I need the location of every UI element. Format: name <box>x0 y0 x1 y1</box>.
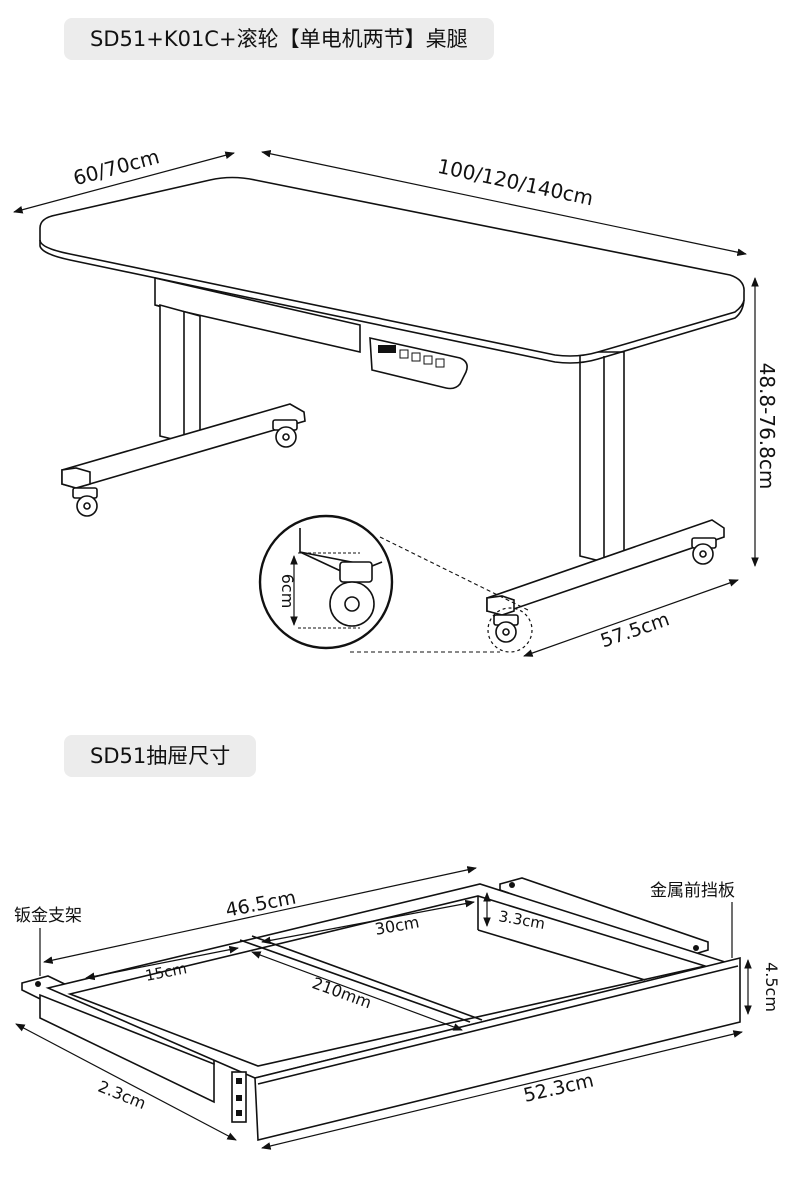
memory-button-icon[interactable] <box>423 355 433 365</box>
caster-height-label: 6cm <box>278 574 297 609</box>
desk-illustration <box>39 176 745 653</box>
desk-crossbeam <box>154 276 361 354</box>
height-label: 48.8-76.8cm <box>755 363 779 490</box>
desk-title-pill: SD51+K01C+滚轮【单电机两节】桌腿 <box>64 18 494 60</box>
desk-tabletop <box>39 176 745 357</box>
control-panel <box>369 336 468 390</box>
caster-wheel <box>272 419 298 448</box>
bracket-height-label: 2.3cm <box>95 1077 148 1113</box>
divider-dimension-line <box>251 951 463 1031</box>
depth-dimension-line <box>13 151 235 214</box>
front-plate-callout: 金属前挡板 <box>650 881 735 901</box>
caster-wheel <box>493 614 519 643</box>
down-button-icon[interactable] <box>411 352 421 362</box>
desk-title: SD51+K01C+滚轮【单电机两节】桌腿 <box>90 27 468 51</box>
foot-length-dimension-line <box>523 579 739 657</box>
bracket-height-dimension-line <box>15 1023 237 1141</box>
desk-right-leg <box>579 351 625 563</box>
memory-button-icon[interactable] <box>435 358 445 368</box>
inner-side-dimension-line <box>85 945 239 981</box>
width-dimension-line <box>261 150 747 256</box>
front-height-label: 4.5cm <box>762 962 781 1012</box>
length-dimension-line <box>261 1030 743 1150</box>
drawer-title: SD51抽屉尺寸 <box>90 744 231 768</box>
caster-wheel <box>72 487 98 517</box>
bracket-callout: 钣金支架 <box>14 906 82 926</box>
caster-detail-zoom: 6cm <box>258 514 529 653</box>
foot-length-label: 57.5cm <box>598 608 673 652</box>
up-button-icon[interactable] <box>399 349 409 359</box>
depth-label: 60/70cm <box>71 144 162 190</box>
width-label: 100/120/140cm <box>435 154 595 210</box>
length-label: 52.3cm <box>521 1069 595 1106</box>
display-icon <box>378 345 396 353</box>
desk-left-leg <box>159 303 201 443</box>
drawer-title-pill: SD51抽屉尺寸 <box>64 735 257 777</box>
outer-depth-label: 46.5cm <box>224 887 298 922</box>
inner-front-dimension-line <box>261 899 475 945</box>
caster-wheel <box>691 537 717 565</box>
